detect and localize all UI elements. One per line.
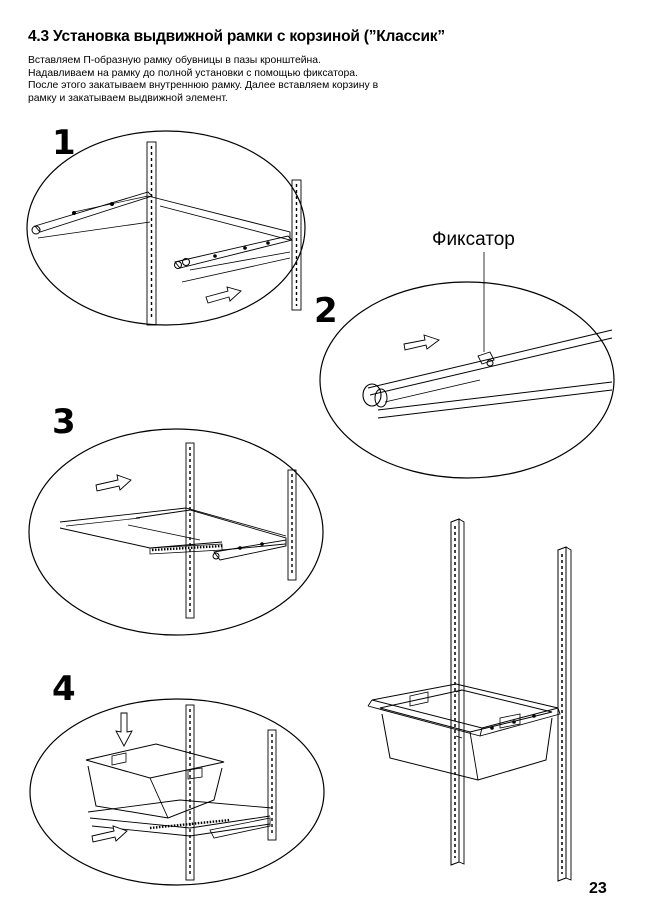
wall-rail — [185, 704, 195, 881]
latch-callout-label: Фиксатор — [432, 229, 515, 250]
step-number-2: 2 — [314, 291, 338, 331]
latch — [477, 351, 495, 365]
step-2-ellipse — [319, 281, 615, 479]
step-1-illustration — [26, 130, 306, 326]
arrow-right-icon — [205, 286, 242, 304]
page-number: 23 — [589, 880, 607, 897]
step-number-4: 4 — [52, 669, 76, 709]
instructions-text: Вставляем П-образную рамку обувницы в па… — [28, 55, 448, 105]
arrow-down-icon — [115, 712, 133, 747]
page-title: 4.3 Установка выдвижной рамки с корзиной… — [28, 28, 445, 45]
instruction-line-3: После этого закатываем внутреннюю рамку.… — [28, 80, 379, 92]
arrow-right-icon — [95, 474, 132, 492]
step-number-1: 1 — [52, 123, 76, 163]
step-1-ellipse — [26, 130, 306, 326]
arrow-right-icon — [403, 334, 440, 351]
wall-rail — [287, 469, 297, 581]
wall-rail — [185, 442, 195, 619]
final-assembly-illustration — [367, 518, 572, 882]
wall-rail — [291, 179, 302, 311]
step-3-ellipse — [28, 428, 324, 636]
instruction-line-4: рамку и закатываем выдвижной элемент. — [28, 92, 228, 104]
step-3-illustration — [28, 428, 324, 636]
wall-rail — [146, 141, 157, 326]
instruction-line-1: Вставляем П-образную рамку обувницы в па… — [28, 55, 321, 66]
step-2-illustration — [319, 252, 615, 479]
step-4-illustration — [29, 698, 325, 886]
wall-rail — [267, 729, 277, 841]
step-4-ellipse — [29, 698, 325, 886]
arrow-right-icon — [91, 825, 128, 843]
instruction-line-2: Надавливаем на рамку до полной установки… — [28, 67, 358, 79]
basket — [379, 689, 553, 733]
step-number-3: 3 — [52, 402, 76, 442]
basket — [85, 743, 225, 779]
